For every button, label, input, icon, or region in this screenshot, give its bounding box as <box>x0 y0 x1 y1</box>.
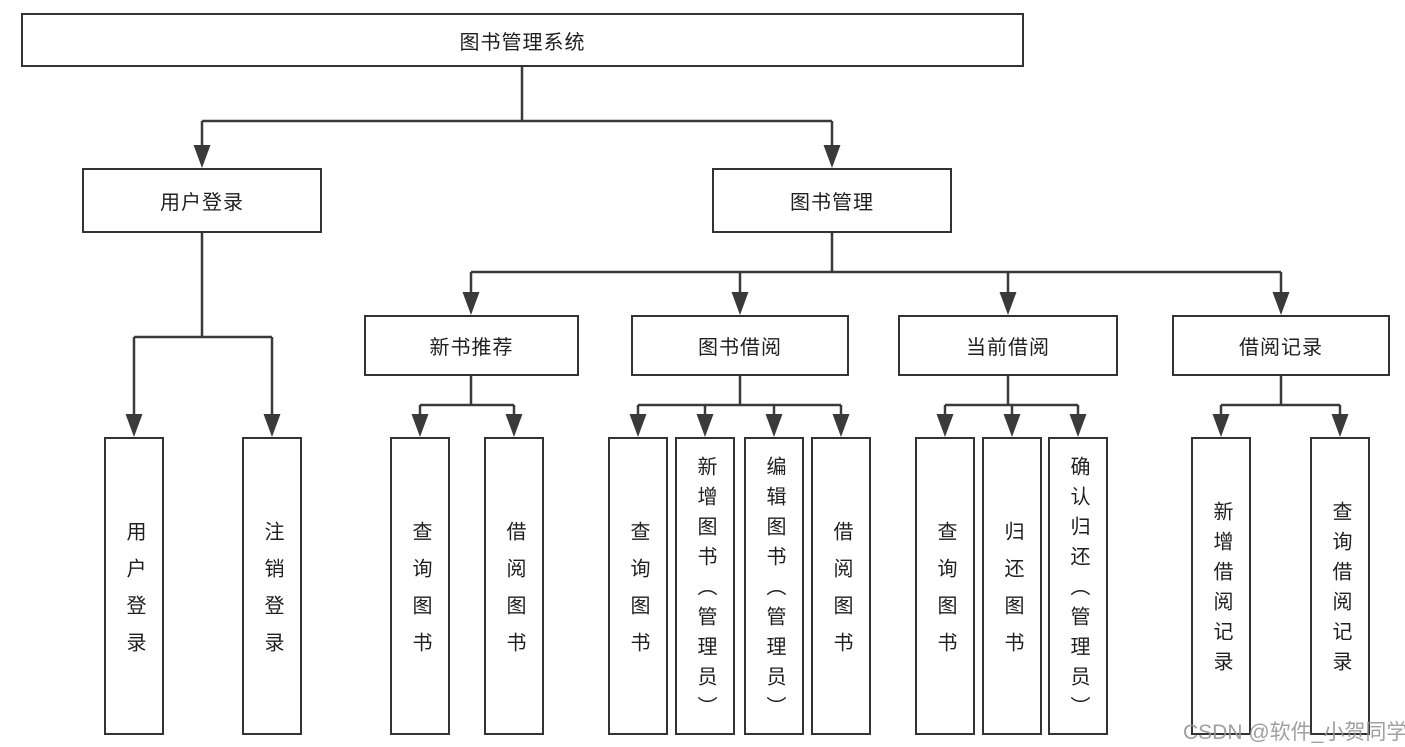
node-book-management-label: 图书管理 <box>790 192 874 214</box>
leaf-query-books-borrow-label: 查询图书 <box>627 520 649 669</box>
leaf-add-books-admin-label: 新增图书（管理员） <box>694 456 716 726</box>
node-book-borrowing: 图书借阅 <box>631 315 849 376</box>
arrowhead <box>936 414 954 437</box>
leaf-query-books-borrow: 查询图书 <box>608 437 668 735</box>
leaf-query-borrow-record-label: 查询借阅记录 <box>1329 501 1351 681</box>
leaf-edit-books-admin: 编辑图书（管理员） <box>744 437 804 735</box>
leaf-add-books-admin: 新增图书（管理员） <box>675 437 735 735</box>
arrowhead <box>411 414 429 437</box>
leaf-query-books-recommend-label: 查询图书 <box>409 520 431 669</box>
leaf-add-borrow-record: 新增借阅记录 <box>1191 437 1251 735</box>
arrowhead <box>1003 414 1021 437</box>
node-current-borrowing: 当前借阅 <box>898 315 1118 376</box>
leaf-user-login: 用户登录 <box>104 437 164 735</box>
arrowhead <box>505 414 523 437</box>
arrowhead <box>1331 414 1349 437</box>
node-book-borrowing-label: 图书借阅 <box>698 337 782 359</box>
leaf-borrow-books-label: 借阅图书 <box>830 520 852 669</box>
leaf-edit-books-admin-label: 编辑图书（管理员） <box>763 456 785 726</box>
arrowhead <box>696 414 714 437</box>
node-current-borrowing-label: 当前借阅 <box>966 337 1050 359</box>
leaf-borrow-books: 借阅图书 <box>811 437 871 735</box>
connector-borrow-to-leaves <box>636 376 843 430</box>
watermark: CSDN @软件_小贺同学 <box>1183 721 1405 744</box>
arrowhead <box>765 414 783 437</box>
connector-newbooks-to-leaves <box>418 376 516 430</box>
arrowhead <box>1069 414 1087 437</box>
node-borrowing-records-label: 借阅记录 <box>1239 337 1323 359</box>
arrowhead <box>193 145 211 168</box>
node-root: 图书管理系统 <box>21 13 1024 67</box>
leaf-query-books-recommend: 查询图书 <box>390 437 450 735</box>
leaf-query-books-current-label: 查询图书 <box>934 520 956 669</box>
node-new-book-recommendation-label: 新书推荐 <box>429 337 514 359</box>
arrowhead <box>263 414 281 437</box>
leaf-logout: 注销登录 <box>242 437 302 735</box>
leaf-logout-label: 注销登录 <box>261 520 283 669</box>
arrowhead <box>462 292 480 315</box>
arrowhead <box>999 292 1017 315</box>
leaf-return-books-label: 归还图书 <box>1001 520 1023 669</box>
node-root-label: 图书管理系统 <box>459 31 586 54</box>
arrowhead <box>629 414 647 437</box>
leaf-borrow-books-recommend: 借阅图书 <box>484 437 544 735</box>
arrowhead <box>823 145 841 168</box>
node-user-login: 用户登录 <box>82 168 322 233</box>
leaf-borrow-books-recommend-label: 借阅图书 <box>503 520 525 669</box>
connector-records-to-leaves <box>1219 376 1342 430</box>
leaf-confirm-return-admin: 确认归还（管理员） <box>1048 437 1108 735</box>
arrowhead <box>731 292 749 315</box>
arrowhead <box>1272 292 1290 315</box>
arrowhead <box>1212 414 1230 437</box>
connector-root-to-level2 <box>200 67 834 160</box>
leaf-query-borrow-record: 查询借阅记录 <box>1310 437 1370 735</box>
node-new-book-recommendation: 新书推荐 <box>364 315 579 376</box>
arrowheads <box>125 145 1349 437</box>
leaf-query-books-current: 查询图书 <box>915 437 975 735</box>
leaf-return-books: 归还图书 <box>982 437 1042 735</box>
leaf-confirm-return-admin-label: 确认归还（管理员） <box>1067 456 1089 726</box>
arrowhead <box>125 414 143 437</box>
arrowhead <box>832 414 850 437</box>
connector-login-to-leaves <box>132 233 274 430</box>
leaf-add-borrow-record-label: 新增借阅记录 <box>1210 501 1232 681</box>
connector-management-to-level3 <box>469 233 1283 308</box>
node-user-login-label: 用户登录 <box>160 192 244 214</box>
node-book-management: 图书管理 <box>712 168 952 233</box>
node-borrowing-records: 借阅记录 <box>1172 315 1390 376</box>
leaf-user-login-label: 用户登录 <box>123 520 145 669</box>
